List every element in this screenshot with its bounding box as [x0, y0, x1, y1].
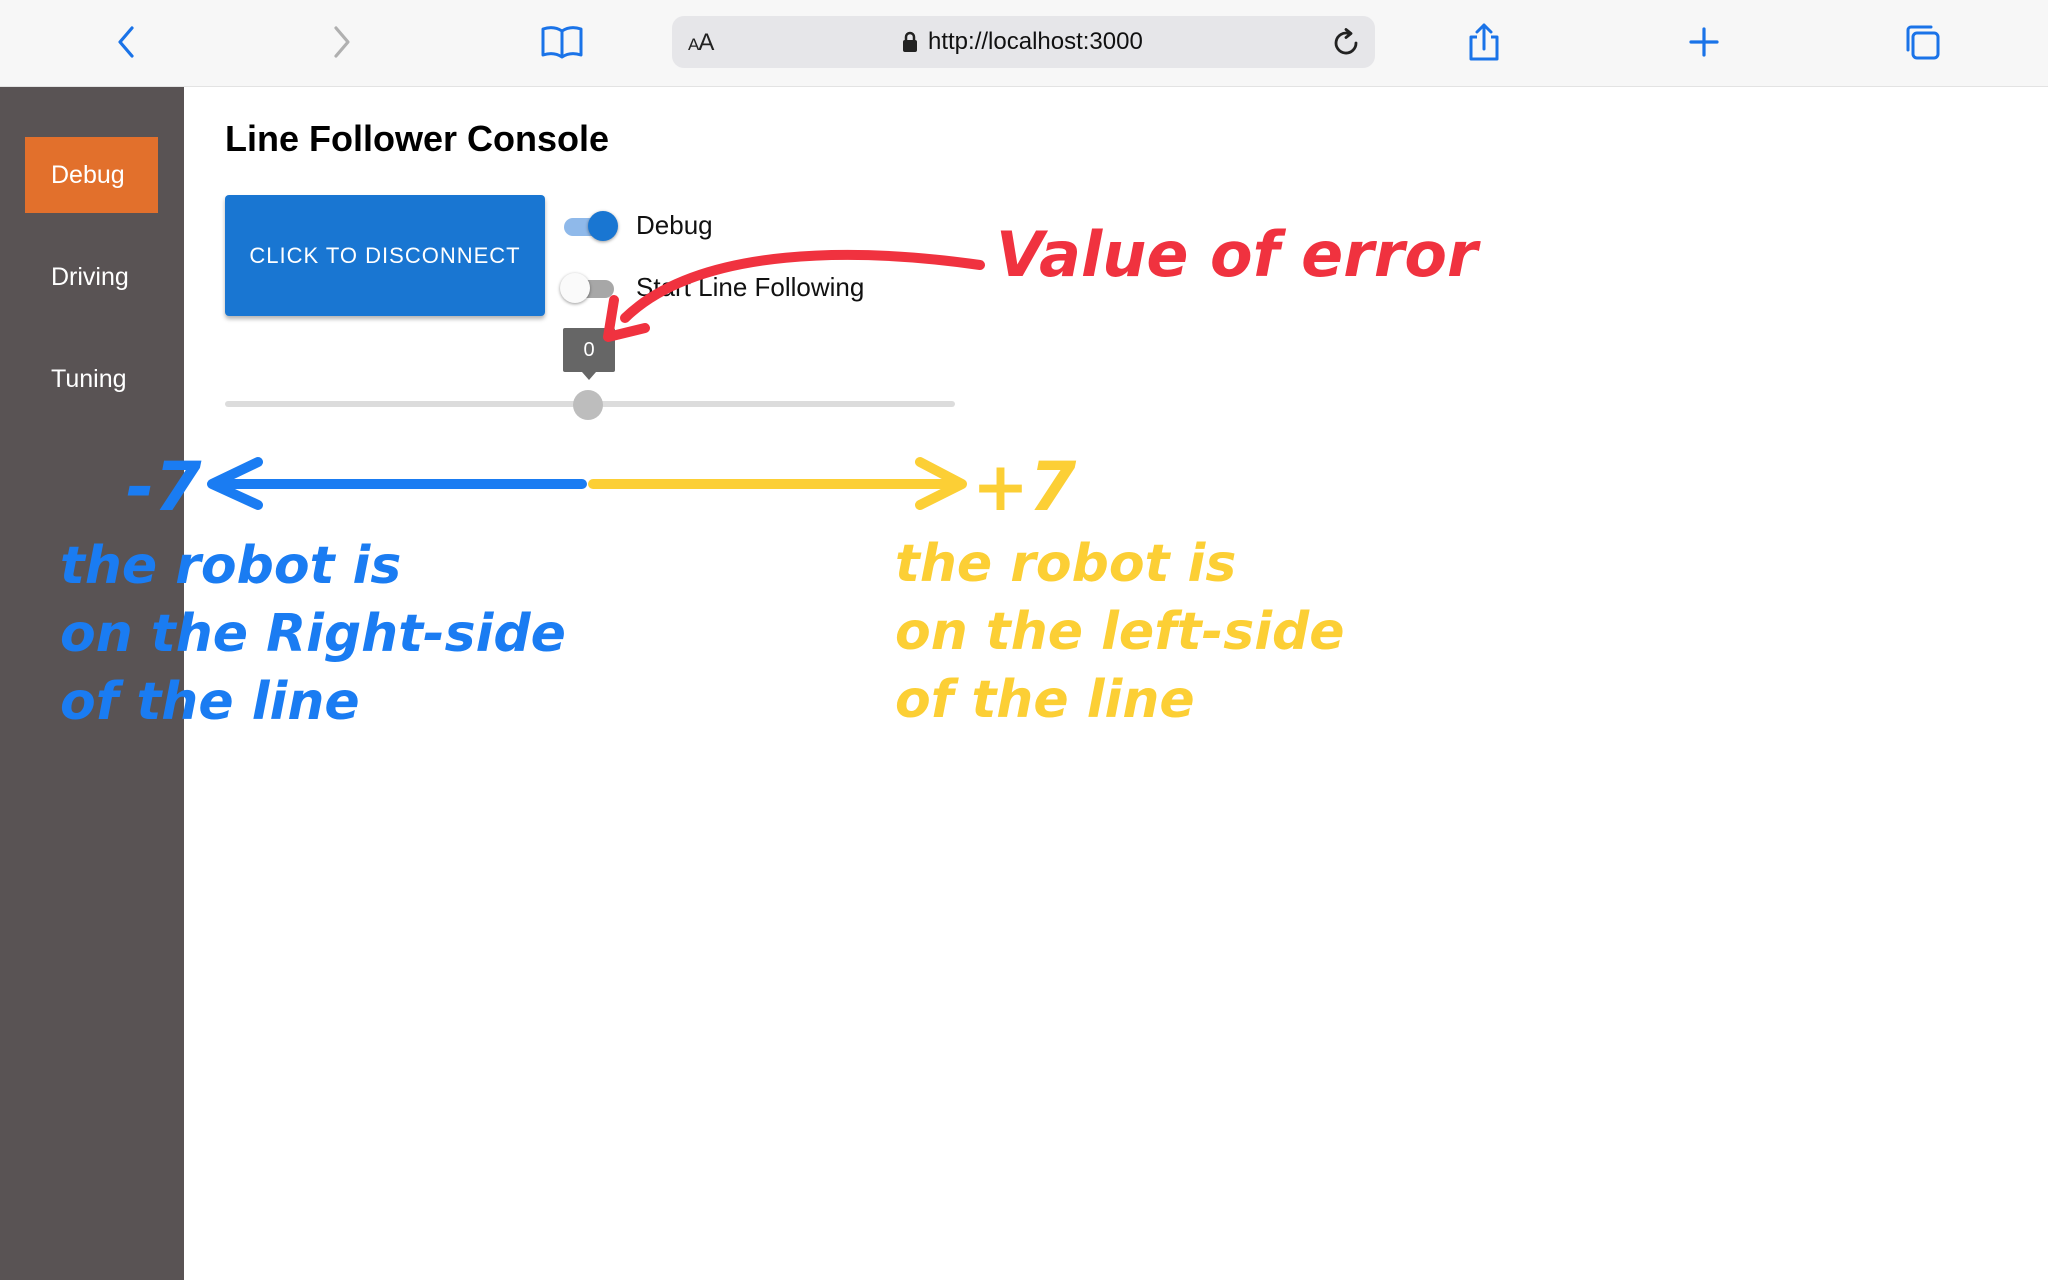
bookmarks-button[interactable]	[540, 20, 584, 64]
url-text: http://localhost:3000	[928, 28, 1143, 55]
debug-switch-label: Debug	[636, 209, 713, 240]
sidebar-item-label: Tuning	[51, 364, 127, 393]
annotation-max: +7	[972, 448, 1077, 527]
disconnect-button[interactable]: CLICK TO DISCONNECT	[225, 195, 545, 316]
blue-arrow-icon	[207, 457, 587, 510]
forward-button[interactable]	[320, 20, 364, 64]
annotation-title: Value of error	[996, 218, 1478, 291]
new-tab-button[interactable]	[1682, 20, 1726, 64]
reader-options-button[interactable]: AA	[688, 29, 714, 56]
chevron-right-icon	[334, 26, 350, 58]
share-button[interactable]	[1462, 20, 1506, 64]
book-icon	[541, 26, 583, 59]
reload-icon[interactable]	[1331, 28, 1361, 58]
debug-toggle[interactable]	[560, 208, 618, 242]
sidebar-item-label: Debug	[51, 160, 125, 189]
page-title: Line Follower Console	[225, 118, 610, 159]
yellow-arrow-icon	[588, 457, 967, 510]
sidebar: Debug Driving Tuning	[0, 87, 184, 1280]
line-following-switch-label: Start Line Following	[636, 271, 865, 302]
browser-toolbar: AA http://localhost:3000	[0, 0, 2048, 87]
sidebar-item-debug[interactable]: Debug	[25, 137, 158, 213]
sidebar-item-tuning[interactable]: Tuning	[25, 341, 158, 417]
lock-icon	[903, 31, 917, 52]
tabs-icon	[1906, 25, 1940, 60]
line-following-toggle[interactable]	[560, 270, 618, 304]
address-bar[interactable]: AA http://localhost:3000	[672, 16, 1375, 68]
debug-switch[interactable]: Debug	[560, 208, 713, 242]
line-following-switch[interactable]: Start Line Following	[560, 270, 864, 304]
back-button[interactable]	[104, 20, 148, 64]
sidebar-item-driving[interactable]: Driving	[25, 239, 158, 315]
slider-value-label: 0	[563, 328, 615, 380]
error-slider[interactable]	[225, 385, 955, 425]
tabs-overview-button[interactable]	[1900, 20, 1944, 64]
share-icon	[1469, 23, 1499, 61]
chevron-left-icon	[118, 26, 134, 58]
plus-icon	[1689, 27, 1719, 57]
sidebar-item-label: Driving	[51, 262, 129, 291]
annotation-right-note: the robot is on the left-side of the lin…	[895, 534, 1345, 730]
slider-thumb[interactable]	[573, 390, 603, 420]
